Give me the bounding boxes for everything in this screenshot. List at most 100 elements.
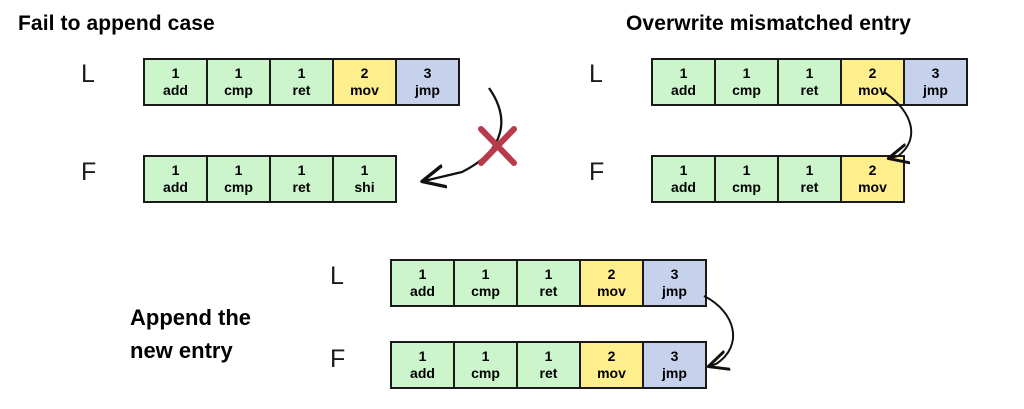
overwrite-follower-entry-0-term: 1 (679, 162, 688, 178)
append-leader-entry-2-term: 1 (544, 266, 553, 282)
fail-follower-entry-1-term: 1 (234, 162, 243, 178)
append-replication-arrow (703, 295, 734, 366)
fail-follower-entry-3-op: shi (354, 179, 375, 195)
overwrite-follower-entry-3-op: mov (858, 179, 887, 195)
overwrite-leader-entry-1-term: 1 (742, 65, 751, 81)
append-follower-entry-2-term: 1 (544, 348, 553, 364)
overwrite-follower-label: F (589, 158, 605, 186)
append-follower-entry-2-op: ret (539, 365, 558, 381)
append-leader-entry-1-op: cmp (471, 283, 500, 299)
fail-follower-entry-2-op: ret (292, 179, 311, 195)
append-leader-entry-4-op: jmp (662, 283, 687, 299)
append-follower-entry-0-term: 1 (418, 348, 427, 364)
overwrite-follower-entry-1-op: cmp (732, 179, 761, 195)
fail-follower-entry-0-op: add (163, 179, 188, 195)
append-leader-entry-0-term: 1 (418, 266, 427, 282)
overwrite-follower-entry-1-term: 1 (742, 162, 751, 178)
overwrite-follower-entry-2-op: ret (800, 179, 819, 195)
fail-leader-label: L (81, 60, 95, 88)
append-follower-entry-1-term: 1 (481, 348, 490, 364)
panel-caption-append-line1: Append the (130, 305, 251, 330)
fail-leader-entry-4-op: jmp (415, 82, 440, 98)
append-follower-label: F (330, 345, 346, 373)
append-leader-entry-0-op: add (410, 283, 435, 299)
fail-follower-label: F (81, 158, 97, 186)
fail-leader-entry-0-op: add (163, 82, 188, 98)
overwrite-follower-entry-2-term: 1 (805, 162, 814, 178)
fail-leader-entry-3-term: 2 (360, 65, 369, 81)
overwrite-leader-entry-1-op: cmp (732, 82, 761, 98)
overwrite-leader-label: L (589, 60, 603, 88)
overwrite-leader-entry-4-term: 3 (931, 65, 940, 81)
fail-follower-entry-2-term: 1 (297, 162, 306, 178)
fail-leader-entry-2-op: ret (292, 82, 311, 98)
fail-follower-entry-1-op: cmp (224, 179, 253, 195)
append-follower-entry-4-term: 3 (670, 348, 679, 364)
overwrite-follower-entry-3-term: 2 (868, 162, 877, 178)
fail-leader-entry-3-op: mov (350, 82, 379, 98)
panel-title-fail: Fail to append case (18, 12, 215, 35)
append-leader-entry-1-term: 1 (481, 266, 490, 282)
fail-leader-entry-4-term: 3 (423, 65, 432, 81)
overwrite-leader-entry-3-term: 2 (868, 65, 877, 81)
append-leader-label: L (330, 262, 344, 290)
overwrite-leader-entry-3-op: mov (858, 82, 887, 98)
fail-leader-entry-1-term: 1 (234, 65, 243, 81)
append-follower-entry-3-term: 2 (607, 348, 616, 364)
fail-leader-entry-1-op: cmp (224, 82, 253, 98)
append-follower-entry-0-op: add (410, 365, 435, 381)
overwrite-leader-entry-4-op: jmp (923, 82, 948, 98)
panel-title-overwrite: Overwrite mismatched entry (626, 12, 912, 35)
append-leader-entry-2-op: ret (539, 283, 558, 299)
append-leader-entry-4-term: 3 (670, 266, 679, 282)
overwrite-leader-entry-0-op: add (671, 82, 696, 98)
append-follower-entry-4-op: jmp (662, 365, 687, 381)
overwrite-follower-entry-0-op: add (671, 179, 696, 195)
fail-follower-entry-3-term: 1 (360, 162, 369, 178)
append-follower-entry-1-op: cmp (471, 365, 500, 381)
append-leader-entry-3-op: mov (597, 283, 626, 299)
fail-leader-entry-0-term: 1 (171, 65, 180, 81)
overwrite-leader-entry-2-op: ret (800, 82, 819, 98)
overwrite-leader-entry-2-term: 1 (805, 65, 814, 81)
overwrite-leader-entry-0-term: 1 (679, 65, 688, 81)
append-follower-entry-3-op: mov (597, 365, 626, 381)
fail-leader-entry-2-term: 1 (297, 65, 306, 81)
panel-caption-append-line2: new entry (130, 338, 233, 363)
